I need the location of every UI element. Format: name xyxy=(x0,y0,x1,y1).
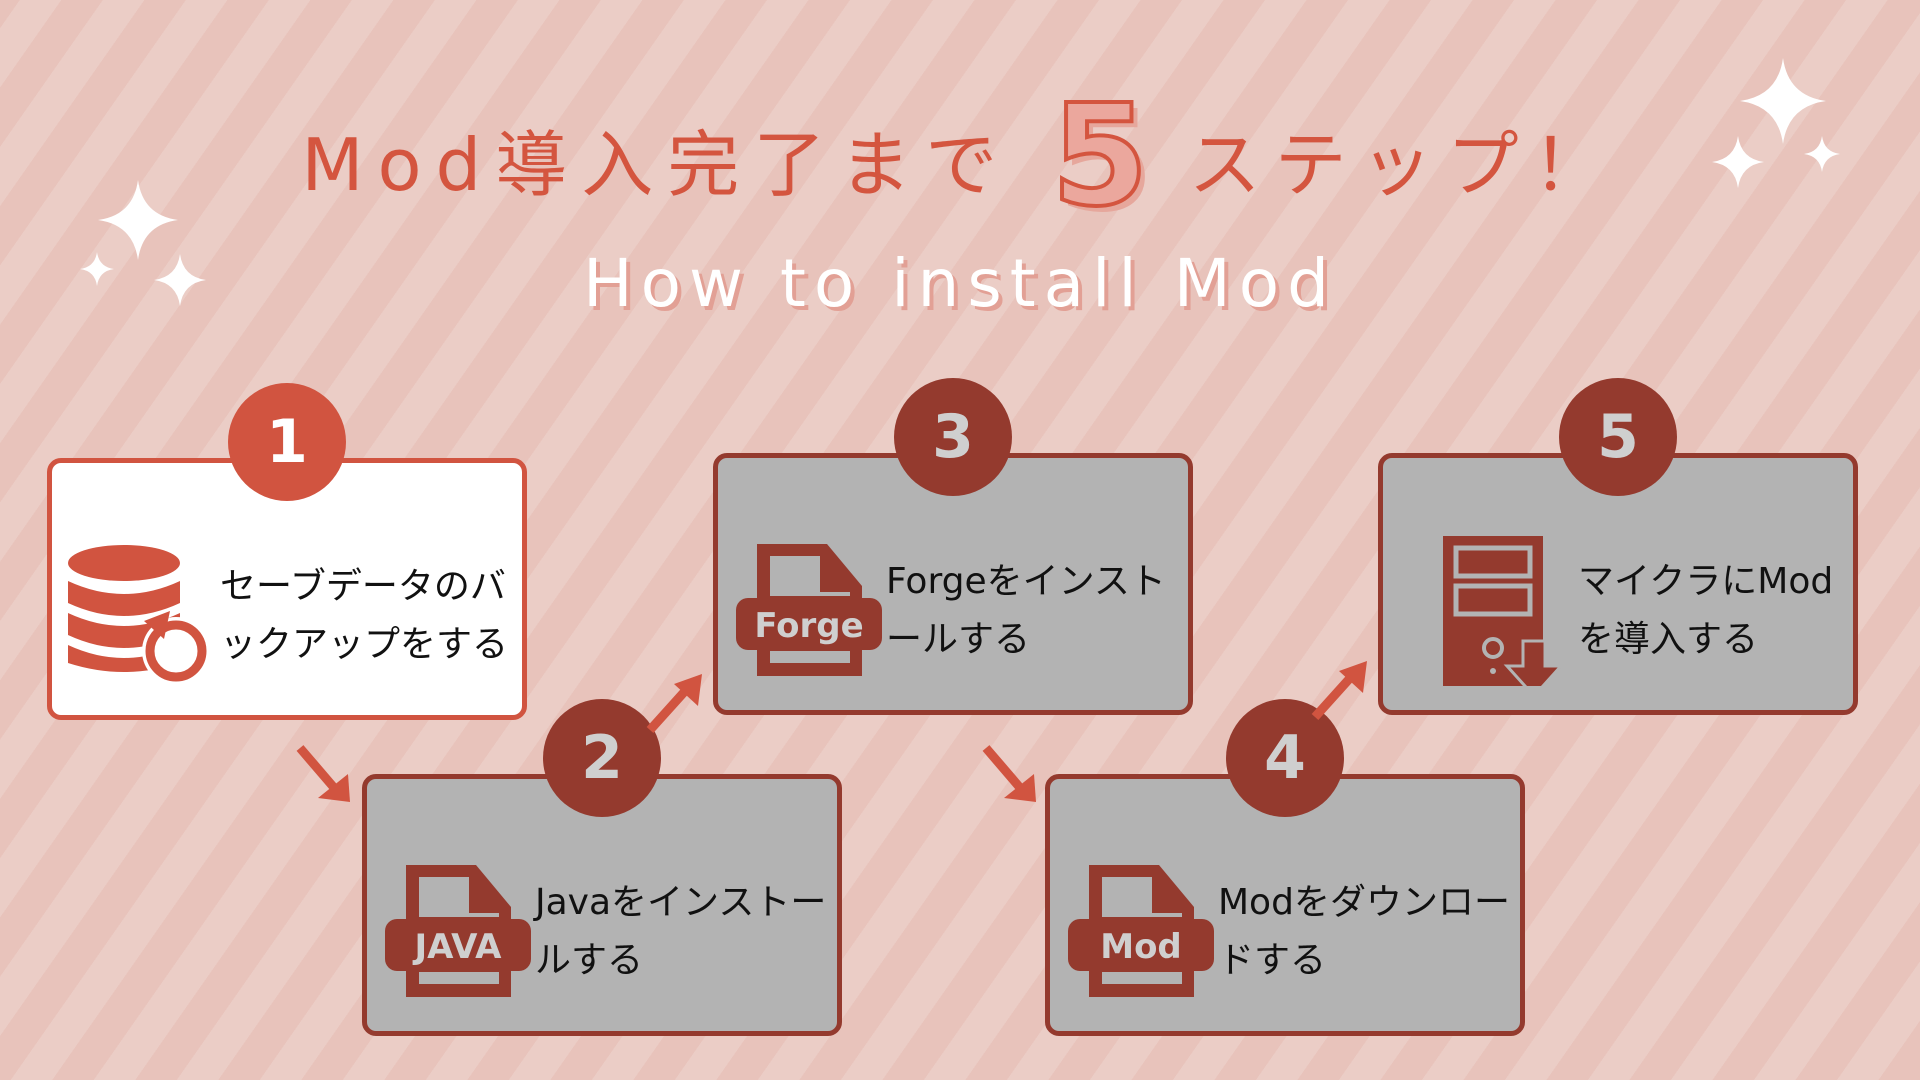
step-text: マイクラにModを導入する xyxy=(1578,561,1834,660)
pc-download-icon xyxy=(1443,536,1565,686)
arrow-down-right-icon xyxy=(982,745,1036,802)
step-number: 1 xyxy=(228,383,346,501)
database-backup-icon xyxy=(68,545,210,685)
icon-label: Mod xyxy=(1100,927,1182,967)
step-text: Forgeをインストールする xyxy=(886,561,1166,660)
title-suffix: ステップ！ xyxy=(1188,123,1619,207)
sparkle-icon xyxy=(1740,58,1826,144)
java-file-icon: JAVA xyxy=(385,865,531,997)
icon-label: JAVA xyxy=(413,927,503,967)
sparkle-icon xyxy=(1804,136,1840,172)
icon-label: Forge xyxy=(754,606,863,646)
step-card-5: 5 マイクラにModを導入する xyxy=(1378,378,1858,715)
step-number: 2 xyxy=(543,699,661,817)
step-card-3: 3 Forge Forgeをインストールする xyxy=(713,378,1193,715)
step-card-4: 4 Mod Modをダウンロードする xyxy=(1045,699,1525,1036)
step-card-2: 2 JAVA Javaをインストールする xyxy=(362,699,842,1036)
arrow-down-right-icon xyxy=(296,745,350,802)
arrow-up-right-icon xyxy=(1311,661,1367,721)
step-number: 3 xyxy=(894,378,1012,496)
arrow-up-right-icon xyxy=(646,674,702,734)
step-text: Modをダウンロードする xyxy=(1218,882,1510,981)
sparkle-icon xyxy=(98,180,178,260)
step-number: 4 xyxy=(1226,699,1344,817)
title-step-count: 5 xyxy=(1049,73,1150,240)
sparkle-icon xyxy=(80,252,114,286)
forge-file-icon: Forge xyxy=(736,544,882,676)
sparkle-icon xyxy=(1712,136,1764,188)
step-text: Javaをインストールする xyxy=(535,882,827,981)
sparkle-icon xyxy=(154,254,206,306)
title-text: Mod導入完了まで xyxy=(301,123,1012,207)
step-card-1: 1 セーブデータのバックアップをする xyxy=(47,383,527,720)
step-number: 5 xyxy=(1559,378,1677,496)
step-text: セーブデータのバックアップをする xyxy=(220,566,509,665)
page-title: Mod導入完了まで 5 ステップ！ xyxy=(0,73,1920,240)
subtitle: How to install Mod xyxy=(583,245,1337,322)
mod-file-icon: Mod xyxy=(1068,865,1214,997)
